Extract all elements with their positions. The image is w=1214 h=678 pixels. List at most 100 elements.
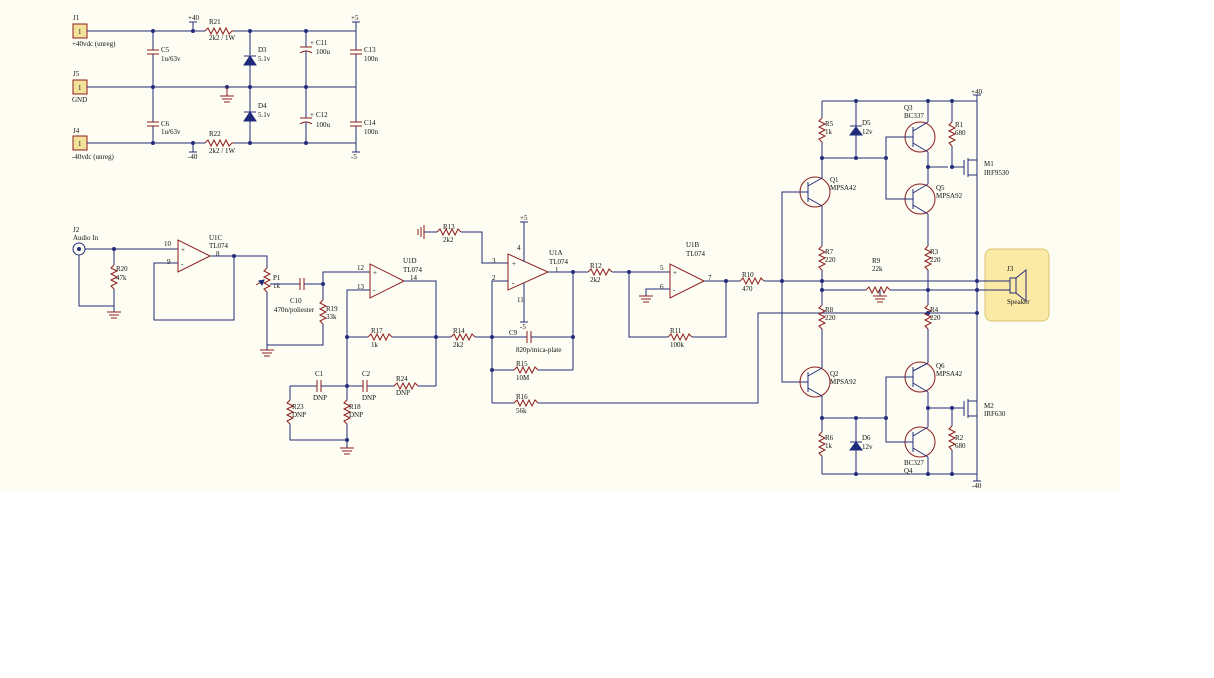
u1d-pin-plus: 12 <box>357 264 365 272</box>
c1-value: DNP <box>313 394 327 402</box>
resistor-r21 <box>204 26 234 36</box>
d4-ref: D4 <box>258 102 267 110</box>
rail-minus40-label: -40 <box>188 153 198 161</box>
u1c-pin-plus: 10 <box>164 240 172 248</box>
r17-ref: R17 <box>371 327 383 335</box>
amplifier-schematic: 1 1 1 J1 +40vdc (unreg) J5 GND J4 -40vdc… <box>72 14 1050 490</box>
m2-ref: M2 <box>984 402 994 410</box>
c10-value: 470n/poliester <box>274 306 315 314</box>
j4-ref: J4 <box>73 127 80 135</box>
speaker-j3[interactable] <box>984 248 1050 322</box>
r15-ref: R15 <box>516 360 528 368</box>
j1-pin: 1 <box>78 28 82 36</box>
r24-value: DNP <box>396 389 410 397</box>
r19-value: 33k <box>326 313 337 321</box>
r12-ref: R12 <box>590 262 602 270</box>
c5-value: 1u/63v <box>161 55 181 63</box>
r21-value: 2k2 / 1W <box>209 34 235 42</box>
r18-ref: R18 <box>349 403 361 411</box>
r7-value: 220 <box>825 256 836 264</box>
svg-text:+: + <box>373 269 377 277</box>
opamp-u1c <box>177 239 212 273</box>
c6-ref: C6 <box>161 120 170 128</box>
u1c-pin-out: 8 <box>216 250 220 258</box>
svg-text:+: + <box>512 260 516 268</box>
r22-value: 2k2 / 1W <box>209 147 235 155</box>
q3-ref: Q3 <box>904 104 913 112</box>
q3-value: BC337 <box>904 112 924 120</box>
u1a-ref: U1A <box>549 249 563 257</box>
c1-ref: C1 <box>315 370 324 378</box>
output-stage-section: +40 -40 R5 1k D5 12v Q3 BC337 R1 680 <box>780 88 1050 490</box>
u1b-pin-plus: 5 <box>660 264 664 272</box>
d6-value: 12v <box>862 443 873 451</box>
d5-ref: D5 <box>862 119 871 127</box>
j5-pin: 1 <box>78 84 82 92</box>
c11-polarity: + <box>310 39 314 47</box>
c10-ref: C10 <box>290 297 302 305</box>
r5-ref: R5 <box>825 120 834 128</box>
u1a-pin-out: 1 <box>555 266 559 274</box>
q6-ref: Q6 <box>936 362 945 370</box>
c11-value: 100u <box>316 48 331 56</box>
r7-ref: R7 <box>825 248 834 256</box>
output-rail-plus40: +40 <box>971 88 982 96</box>
r13-value: 2k2 <box>443 236 454 244</box>
r16-value: 56k <box>516 407 527 415</box>
j1-ref: J1 <box>73 14 80 22</box>
input-section: J2 Audio In R20 47k +- U1C TL074 10 9 8 … <box>72 214 977 455</box>
u1c-pin-minus: 9 <box>167 258 171 266</box>
j3-ref: J3 <box>1007 265 1014 273</box>
r12-value: 2k2 <box>590 276 601 284</box>
r4-value: 220 <box>930 314 941 322</box>
opamp-u1d <box>369 263 406 299</box>
resistor-r22 <box>204 138 234 148</box>
r2-value: 680 <box>955 442 966 450</box>
r14-ref: R14 <box>453 327 465 335</box>
c12-ref: C12 <box>316 111 328 119</box>
r5-value: 1k <box>825 128 833 136</box>
r8-ref: R8 <box>825 306 834 314</box>
m2-value: IRF630 <box>984 410 1006 418</box>
r4-ref: R4 <box>930 306 939 314</box>
c11-ref: C11 <box>316 39 328 47</box>
d5-value: 12v <box>862 128 873 136</box>
d6-ref: D6 <box>862 434 871 442</box>
r6-ref: R6 <box>825 434 834 442</box>
r24-ref: R24 <box>396 375 408 383</box>
rail-plus5-label: +5 <box>351 14 359 22</box>
c5-ref: C5 <box>161 46 170 54</box>
c9-ref: C9 <box>509 329 518 337</box>
svg-text:+: + <box>673 269 677 277</box>
c6-value: 1u/63v <box>161 128 181 136</box>
c14-value: 100n <box>364 128 379 136</box>
r15-value: 10M <box>516 374 530 382</box>
u1b-pin-out: 7 <box>708 274 712 282</box>
r8-value: 220 <box>825 314 836 322</box>
output-rail-minus40: -40 <box>972 482 982 490</box>
m1-value: IRF9530 <box>984 169 1009 177</box>
r20-ref: R20 <box>116 265 128 273</box>
r20-value: 47k <box>116 274 127 282</box>
q5-value: MPSA92 <box>936 192 963 200</box>
d3-ref: D3 <box>258 46 267 54</box>
r16-ref: R16 <box>516 393 528 401</box>
j3-label: Speaker <box>1007 298 1030 306</box>
r10-value: 470 <box>742 285 753 293</box>
j4-pin: 1 <box>78 140 82 148</box>
rail-plus40-label: +40 <box>188 14 199 22</box>
u1a-rail-plus: +5 <box>520 214 528 222</box>
r23-value: DNP <box>292 411 306 419</box>
c13-ref: C13 <box>364 46 376 54</box>
u1a-value: TL074 <box>549 258 569 266</box>
r3-ref: R3 <box>930 248 939 256</box>
u1b-value: TL074 <box>686 250 706 258</box>
r19-ref: R19 <box>326 305 338 313</box>
r1-ref: R1 <box>955 121 964 129</box>
c9-value: 820p/mica-plate <box>516 346 561 354</box>
svg-text:-: - <box>673 286 676 294</box>
j5-ref: J5 <box>73 70 80 78</box>
q1-ref: Q1 <box>830 176 839 184</box>
u1a-pin-minus: 2 <box>492 274 496 282</box>
rail-minus5-label: -5 <box>351 153 357 161</box>
